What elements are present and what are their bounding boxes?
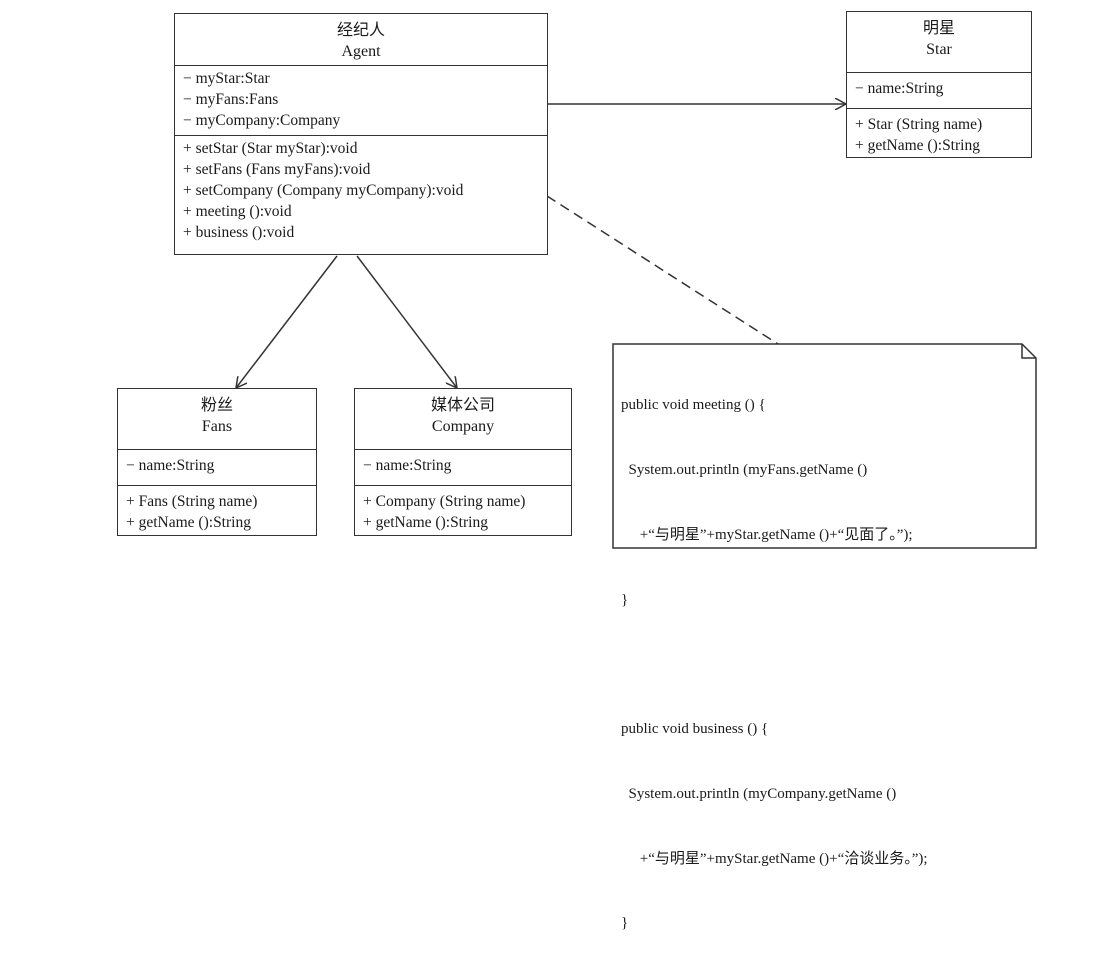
class-agent-header: 经纪人 Agent bbox=[175, 14, 547, 65]
method: + meeting ():void bbox=[183, 202, 292, 220]
method: + business ():void bbox=[183, 223, 295, 241]
note-line: +“与明星”+myStar.getName ()+“洽谈业务。”); bbox=[621, 850, 928, 867]
class-fans-en-name: Fans bbox=[201, 418, 233, 435]
note-line bbox=[621, 654, 928, 676]
attribute: − name:String bbox=[855, 80, 944, 97]
class-fans-methods: + Fans (String name) + getName ():String bbox=[118, 484, 316, 538]
class-agent-en-name: Agent bbox=[341, 43, 381, 60]
method: + setCompany (Company myCompany):void bbox=[183, 181, 464, 199]
association-agent-fans bbox=[236, 255, 338, 388]
note-fold bbox=[1021, 344, 1036, 359]
note-link bbox=[546, 195, 779, 345]
method: + Star (String name) bbox=[855, 115, 983, 133]
method: + setStar (Star myStar):void bbox=[183, 140, 358, 158]
note-line: System.out.println (myFans.getName () bbox=[621, 461, 868, 478]
attribute: − name:String bbox=[363, 457, 452, 474]
note-line: } bbox=[621, 915, 629, 932]
note-code: public void meeting () { System.out.prin… bbox=[621, 352, 928, 957]
class-star-methods: + Star (String name) + getName ():String bbox=[847, 107, 1031, 161]
attribute: − myFans:Fans bbox=[183, 90, 279, 108]
class-fans-cn-name: 粉丝 bbox=[200, 397, 233, 414]
class-agent-cn-name: 经纪人 bbox=[336, 22, 385, 39]
class-star-cn-name: 明星 bbox=[922, 20, 955, 37]
attribute: − myCompany:Company bbox=[183, 111, 341, 129]
class-company-cn-name: 媒体公司 bbox=[430, 397, 495, 414]
class-star-en-name: Star bbox=[926, 41, 952, 58]
note-line: +“与明星”+myStar.getName ()+“见面了。”); bbox=[621, 526, 913, 543]
class-company-methods: + Company (String name) + getName ():Str… bbox=[355, 484, 571, 538]
method: + setFans (Fans myFans):void bbox=[183, 161, 371, 179]
class-fans-attributes: − name:String bbox=[118, 449, 316, 485]
association-agent-company bbox=[356, 255, 457, 388]
uml-class-diagram bbox=[0, 0, 1037, 549]
note-line: public void business () { bbox=[621, 721, 769, 738]
class-company-header: 媒体公司 Company bbox=[355, 389, 571, 449]
class-star-attributes: − name:String bbox=[847, 72, 1031, 108]
note-line: public void meeting () { bbox=[621, 397, 766, 414]
class-fans: 粉丝 Fans − name:String + Fans (String nam… bbox=[117, 388, 317, 536]
class-star-header: 明星 Star bbox=[847, 12, 1031, 72]
class-company-en-name: Company bbox=[431, 418, 495, 435]
method: + getName ():String bbox=[855, 136, 980, 154]
note-line: System.out.println (myCompany.getName () bbox=[621, 785, 897, 802]
class-agent: 经纪人 Agent − myStar:Star − myFans:Fans − … bbox=[174, 13, 548, 255]
class-company-attributes: − name:String bbox=[355, 449, 571, 485]
class-fans-header: 粉丝 Fans bbox=[118, 389, 316, 449]
note-shape bbox=[612, 343, 1037, 549]
method: + Company (String name) bbox=[363, 492, 526, 510]
method: + getName ():String bbox=[126, 513, 251, 531]
attribute: − myStar:Star bbox=[183, 70, 270, 87]
method: + Fans (String name) bbox=[126, 492, 258, 510]
class-agent-methods: + setStar (Star myStar):void + setFans (… bbox=[175, 135, 547, 247]
note-line: } bbox=[621, 591, 629, 608]
class-agent-attributes: − myStar:Star − myFans:Fans − myCompany:… bbox=[175, 65, 547, 135]
class-company: 媒体公司 Company − name:String + Company (St… bbox=[354, 388, 572, 536]
method: + getName ():String bbox=[363, 513, 488, 531]
attribute: − name:String bbox=[126, 457, 215, 474]
class-star: 明星 Star − name:String + Star (String nam… bbox=[846, 11, 1032, 158]
